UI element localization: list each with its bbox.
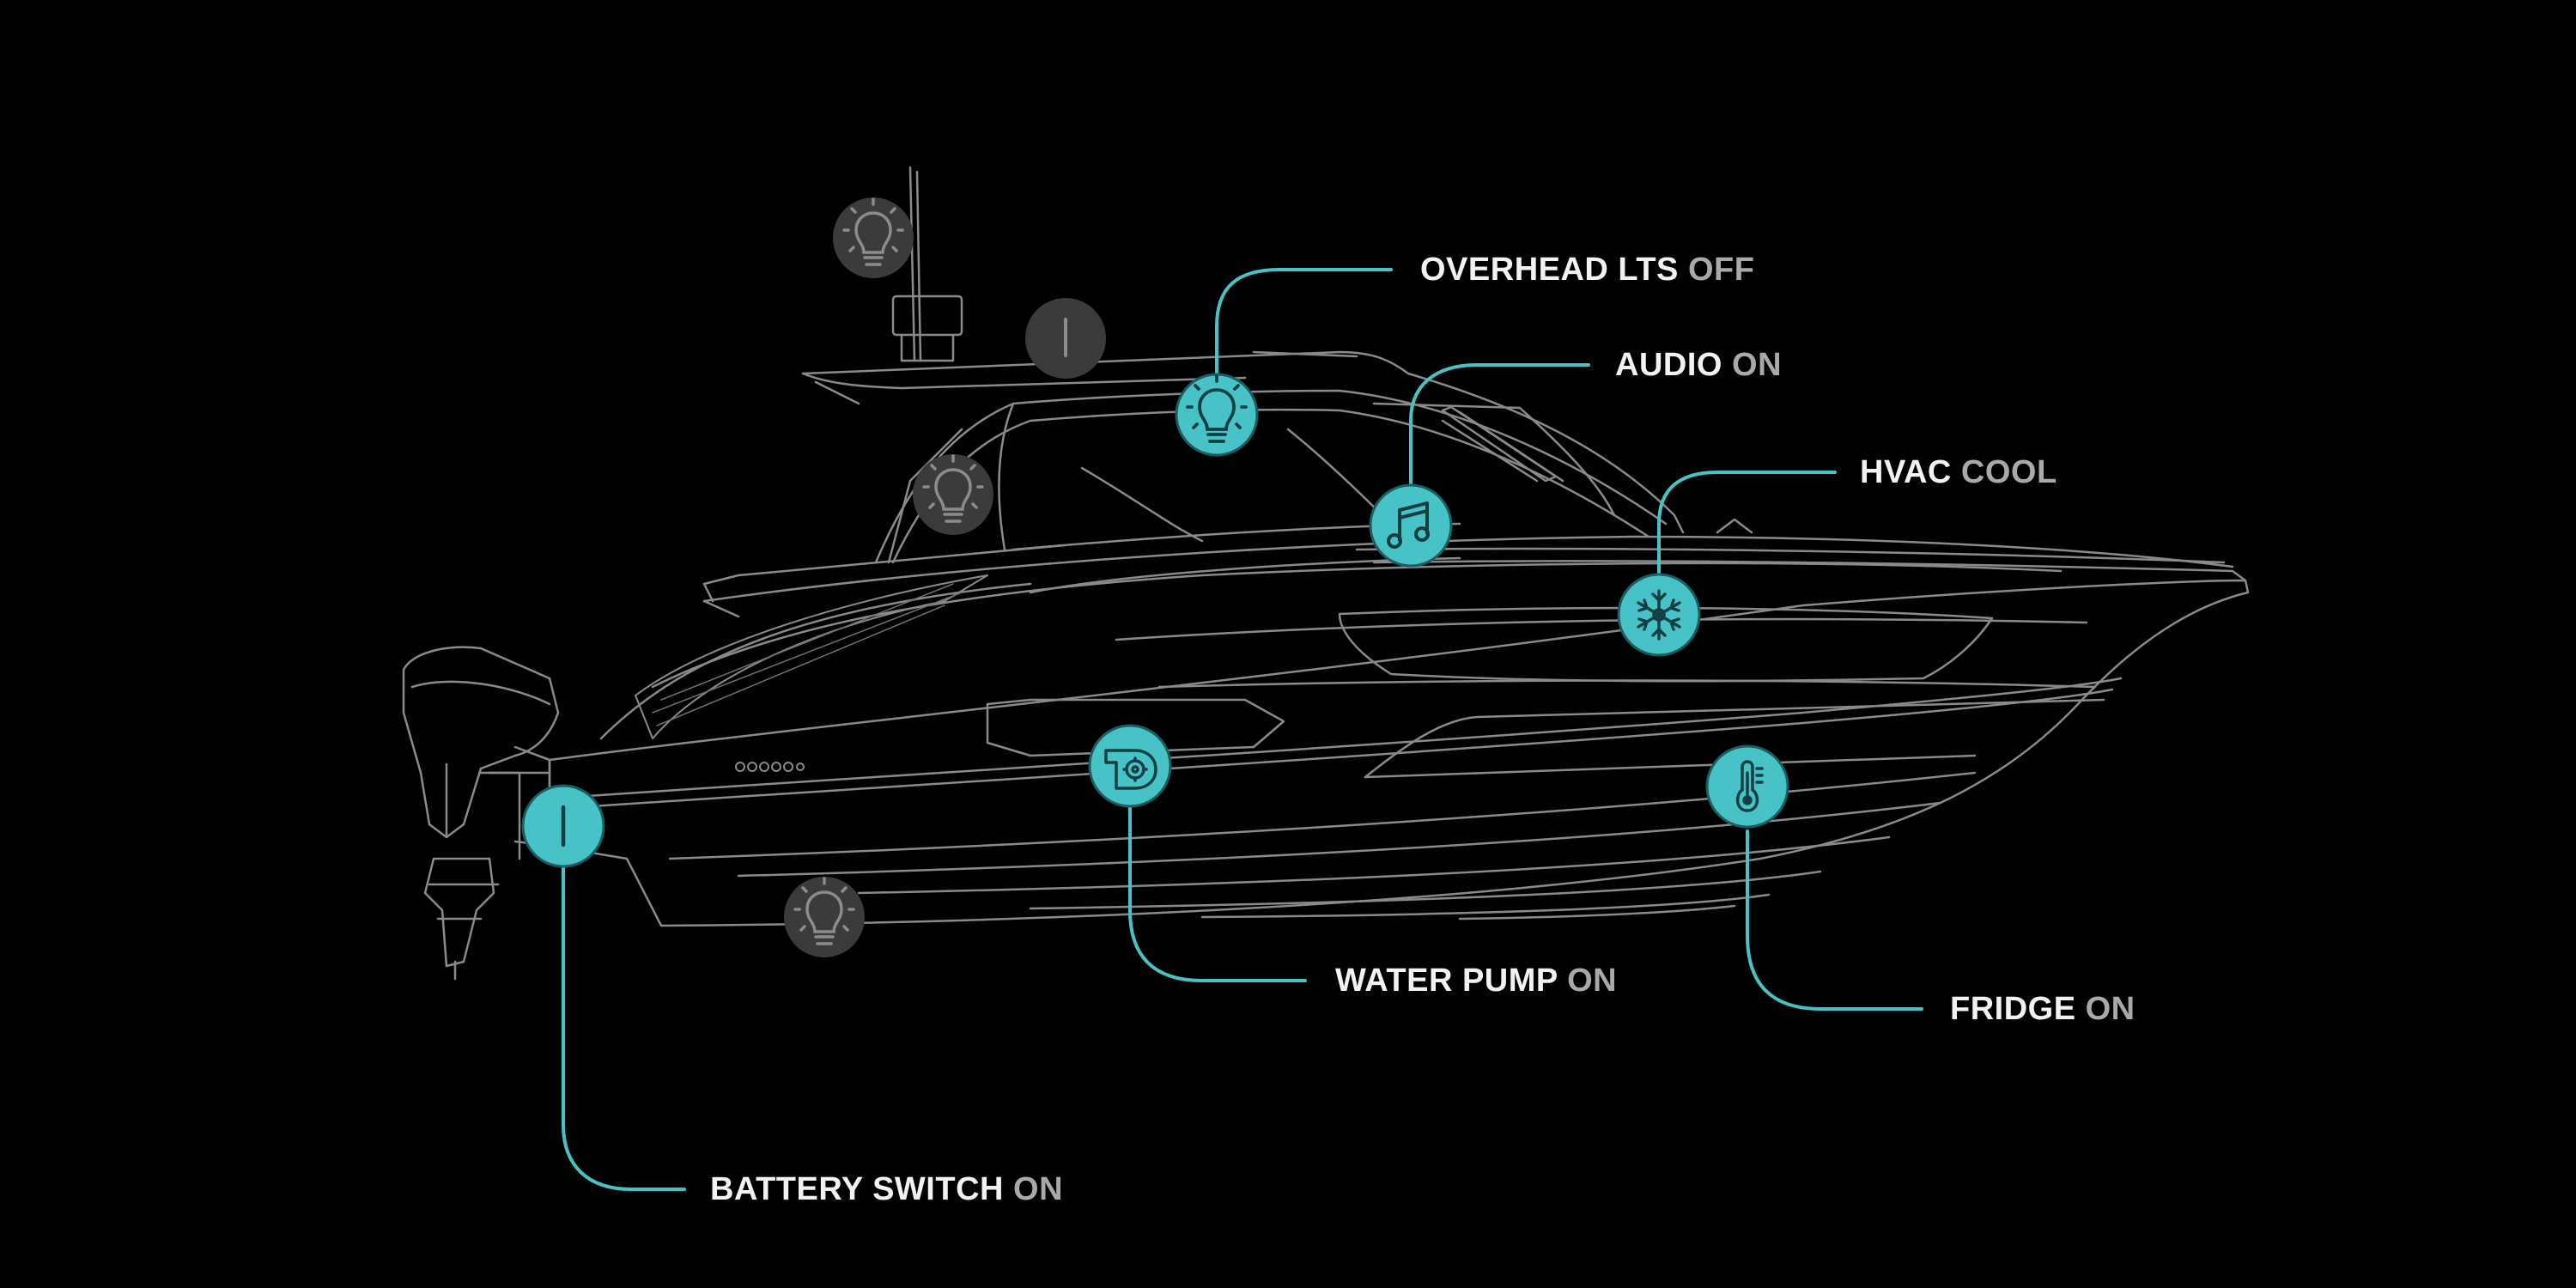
fridge-name: FRIDGE: [1950, 991, 2076, 1027]
overhead-lights-name: OVERHEAD LTS: [1420, 252, 1679, 288]
hvac-name: HVAC: [1860, 454, 1952, 490]
hvac-button[interactable]: [1617, 573, 1701, 657]
audio-label: AUDIO ON: [1615, 349, 1782, 381]
underwater-light-button[interactable]: [784, 877, 865, 957]
battery-switch-button[interactable]: [521, 784, 605, 868]
audio-name: AUDIO: [1615, 347, 1722, 383]
light-bulb-icon: [1186, 374, 1248, 443]
pump-icon: [1104, 749, 1157, 790]
audio-button[interactable]: [1369, 483, 1453, 568]
connector-lines: [562, 268, 1923, 1191]
audio-state: ON: [1732, 347, 1783, 383]
overhead-lights-button[interactable]: [1175, 373, 1259, 457]
hvac-state: COOL: [1960, 454, 2057, 490]
snowflake-icon: [1637, 589, 1681, 641]
music-note-icon: [1387, 501, 1430, 549]
mast-light-button[interactable]: [833, 197, 914, 278]
light-bulb-icon: [793, 877, 855, 945]
battery-switch-state: ON: [1013, 1171, 1064, 1207]
fridge-state: ON: [2085, 991, 2136, 1027]
water-pump-button[interactable]: [1088, 724, 1172, 808]
boat-outline: [402, 166, 2250, 981]
light-bulb-icon: [922, 454, 984, 523]
cockpit-light-button[interactable]: [913, 454, 993, 535]
battery-switch-name: BATTERY SWITCH: [710, 1171, 1004, 1207]
hardtop-switch-button[interactable]: [1025, 298, 1106, 379]
water-pump-name: WATER PUMP: [1335, 963, 1558, 999]
light-bulb-icon: [842, 197, 904, 266]
water-pump-label: WATER PUMP ON: [1335, 964, 1617, 997]
battery-switch-label: BATTERY SWITCH ON: [710, 1173, 1063, 1206]
water-pump-state: ON: [1567, 963, 1618, 999]
overhead-lights-label: OVERHEAD LTS OFF: [1420, 253, 1754, 286]
fridge-label: FRIDGE ON: [1950, 993, 2136, 1025]
hvac-label: HVAC COOL: [1860, 456, 2057, 489]
overhead-lights-state: OFF: [1687, 252, 1755, 288]
fridge-button[interactable]: [1705, 744, 1789, 829]
thermometer-icon: [1735, 760, 1764, 812]
